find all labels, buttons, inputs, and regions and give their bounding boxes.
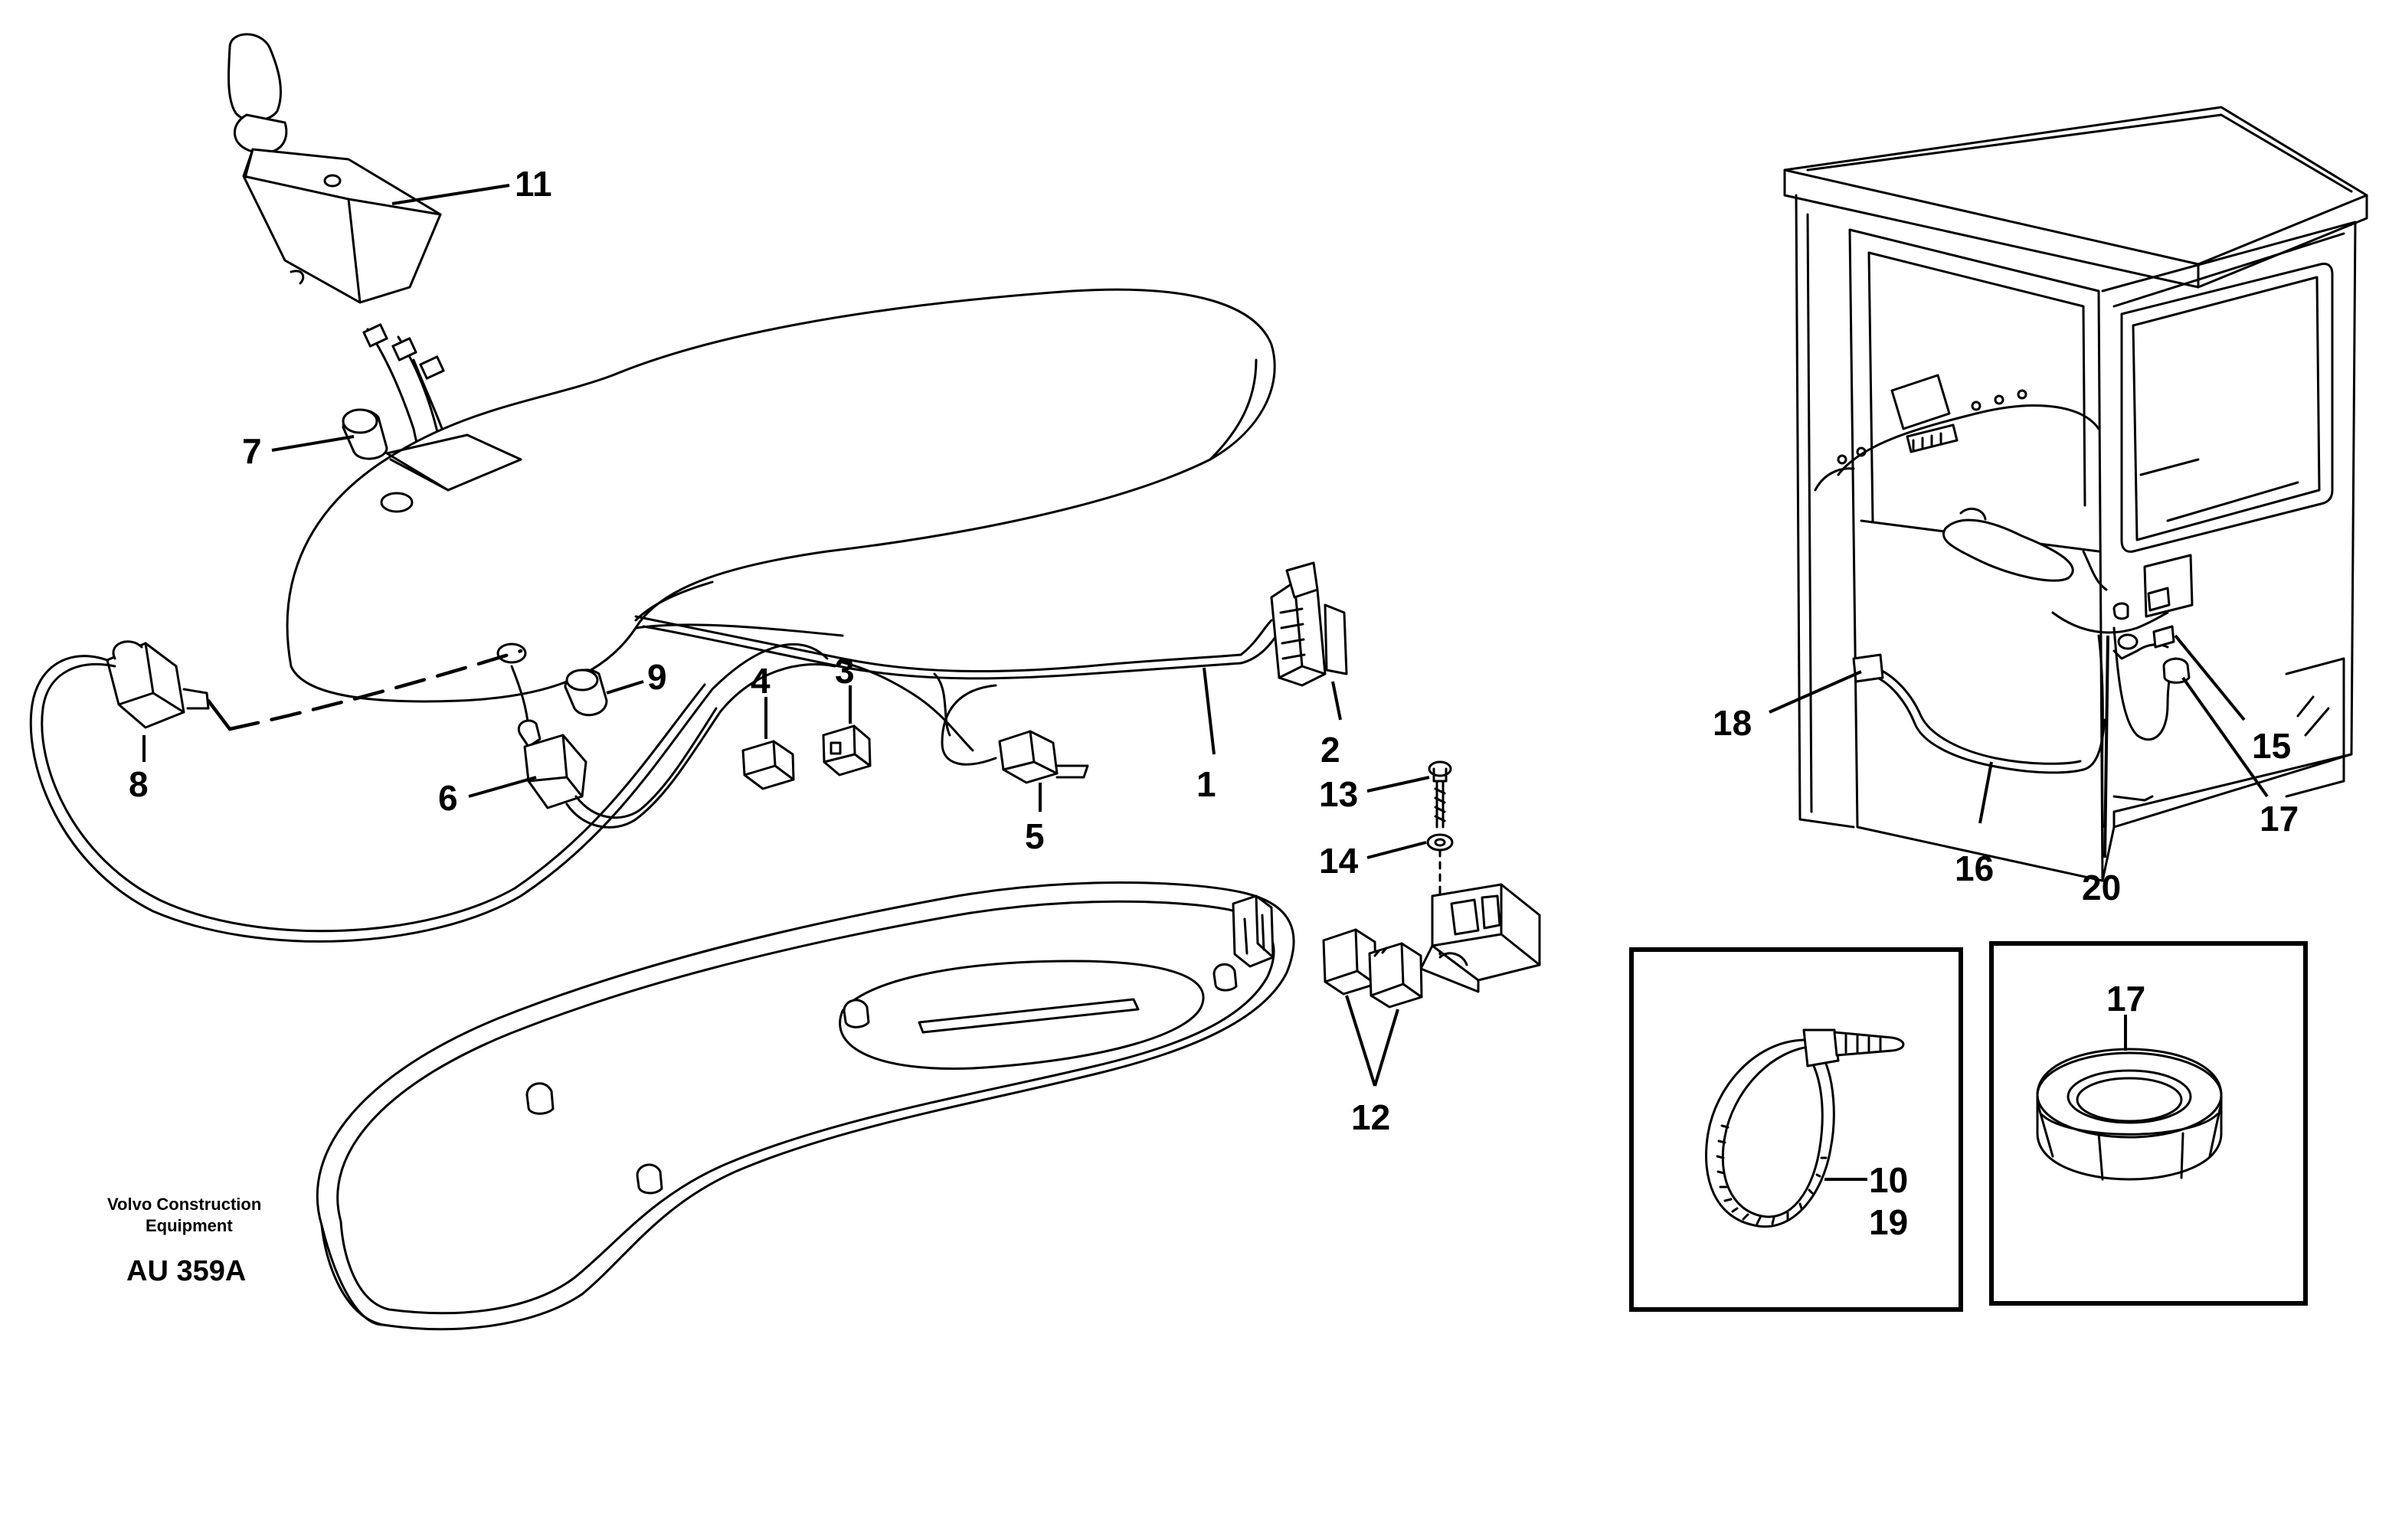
label-20: 20 (2082, 868, 2121, 907)
label-13: 13 (1319, 774, 1358, 814)
cable-tie (1705, 1028, 1905, 1228)
label-16: 16 (1955, 848, 1994, 888)
knob-9 (564, 669, 608, 717)
label-17-detail: 17 (2106, 979, 2145, 1018)
label-8: 8 (129, 764, 149, 804)
armrest-top-cover (227, 288, 1276, 731)
label-2: 2 (1320, 730, 1340, 770)
label-9: 9 (647, 657, 667, 697)
armrest-base (316, 881, 1295, 1331)
connector-5 (998, 730, 1089, 784)
drawing-code: AU 359A (126, 1255, 246, 1287)
label-3: 3 (835, 651, 855, 691)
joystick-lever (227, 33, 442, 304)
label-12: 12 (1351, 1097, 1390, 1137)
knob-7 (342, 408, 388, 460)
detail-box-cable-tie (1629, 947, 1963, 1312)
label-19: 19 (1869, 1202, 1908, 1242)
switch-6 (510, 663, 836, 829)
label-5: 5 (1025, 816, 1045, 856)
label-18: 18 (1713, 703, 1752, 743)
label-1: 1 (1196, 764, 1216, 804)
label-17: 17 (2260, 799, 2299, 839)
brand-line-1: Volvo Construction (107, 1195, 261, 1214)
connector-2 (1270, 561, 1348, 687)
label-11: 11 (515, 164, 552, 204)
detail-box-nut (1989, 941, 2308, 1306)
wiring-harness-1 (634, 615, 1281, 766)
switch-8 (106, 640, 232, 731)
nut-17 (2036, 1048, 2223, 1181)
relay-holder (1419, 883, 1541, 993)
label-6: 6 (438, 778, 458, 818)
brand-line-2: Equipment (146, 1216, 233, 1235)
connector-4 (741, 740, 795, 790)
label-14: 14 (1319, 841, 1359, 881)
relays-12 (1322, 928, 1423, 1009)
connector-3 (822, 724, 872, 777)
operator-cab (1783, 106, 2368, 882)
label-4: 4 (751, 661, 771, 701)
label-10: 10 (1869, 1160, 1908, 1200)
label-15: 15 (2252, 726, 2291, 766)
label-7: 7 (242, 431, 262, 471)
screw-13 (1428, 760, 1452, 829)
